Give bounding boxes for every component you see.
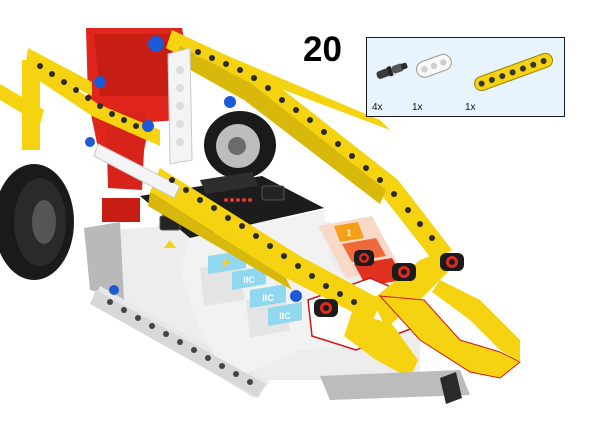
step-number: 20 xyxy=(303,30,342,69)
parts-icons xyxy=(376,52,553,92)
right-wheel xyxy=(204,111,276,179)
parts-callout: 4x 1x 1x xyxy=(366,37,565,117)
part-qty-pin: 4x xyxy=(372,102,383,113)
port-label-2: IIC xyxy=(262,293,274,303)
upper-left-frame xyxy=(0,48,160,150)
part-pin-icon xyxy=(376,62,408,79)
svg-text:⚡: ⚡ xyxy=(220,256,232,269)
part-qty-white-beam: 1x xyxy=(412,102,423,113)
beam-holes xyxy=(37,49,435,305)
front-yellow-frame xyxy=(148,168,521,379)
panel-marker: 1 xyxy=(346,228,351,238)
bottom-parts xyxy=(320,370,470,404)
white-vertical-beam xyxy=(167,47,193,165)
part-qty-yellow-beam: 1x xyxy=(465,102,476,113)
upper-right-frame xyxy=(166,30,452,262)
blue-pins xyxy=(85,76,302,302)
port-labels: ⚡ IIC IIC IIC xyxy=(208,250,302,326)
part-white-beam-icon xyxy=(416,53,452,78)
port-label-1: IIC xyxy=(243,275,255,285)
left-wheel xyxy=(0,164,74,280)
port-label-3: IIC xyxy=(279,311,291,321)
part-yellow-beam-icon xyxy=(474,52,553,92)
black-pins xyxy=(314,250,464,317)
lower-chassis-beam xyxy=(90,290,266,398)
white-diagonal-beam xyxy=(93,143,181,199)
